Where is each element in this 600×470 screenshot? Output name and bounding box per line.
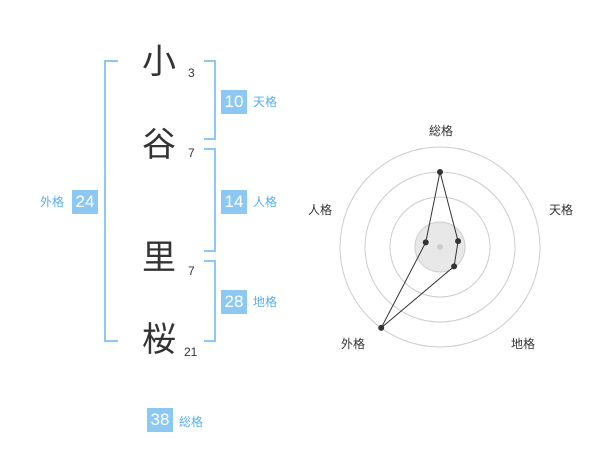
radar-axis-label-jinkaku: 人格 — [308, 203, 333, 217]
chikaku-badge: 28 — [221, 290, 247, 314]
radar-center-dot — [437, 244, 443, 250]
chikaku-label: 地格 — [253, 295, 278, 309]
jinkaku-badge: 14 — [221, 190, 247, 214]
radar-grid-ring — [339, 146, 541, 348]
name-char-4: 桜 — [142, 320, 176, 360]
radar-point — [422, 239, 429, 246]
stroke-count-2: 7 — [188, 146, 195, 160]
radar-points — [378, 169, 462, 331]
gaikaku-badge: 24 — [72, 190, 98, 214]
tenkaku-bracket — [204, 60, 216, 140]
chikaku-bracket — [204, 260, 216, 342]
radar-axis-label-tenkaku: 天格 — [549, 203, 574, 217]
radar-axis-label-gaikaku: 外格 — [341, 337, 366, 351]
jinkaku-label: 人格 — [253, 195, 278, 209]
tenkaku-label: 天格 — [253, 95, 278, 109]
radar-axis-label-soukaku: 総格 — [429, 124, 454, 138]
jinkaku-bracket — [204, 148, 216, 252]
name-char-2: 谷 — [142, 125, 176, 165]
radar-shape — [380, 171, 459, 329]
soukaku-badge: 38 — [147, 408, 173, 432]
tenkaku-badge: 10 — [221, 90, 247, 114]
stroke-count-3: 7 — [188, 264, 195, 278]
radar-axis-label-chikaku: 地格 — [511, 337, 536, 351]
radar-point — [455, 238, 462, 245]
name-char-3: 里 — [142, 238, 176, 278]
radar-point — [437, 169, 443, 175]
name-char-1: 小 — [142, 42, 176, 82]
gaikaku-label: 外格 — [40, 195, 65, 209]
radar-point — [451, 263, 458, 270]
radar-grid-ring — [389, 196, 491, 298]
gaikaku-bracket — [104, 60, 118, 342]
radar-point — [378, 324, 385, 331]
stroke-count-1: 3 — [188, 66, 195, 80]
soukaku-label: 総格 — [179, 415, 204, 429]
stroke-count-4: 21 — [184, 345, 198, 359]
